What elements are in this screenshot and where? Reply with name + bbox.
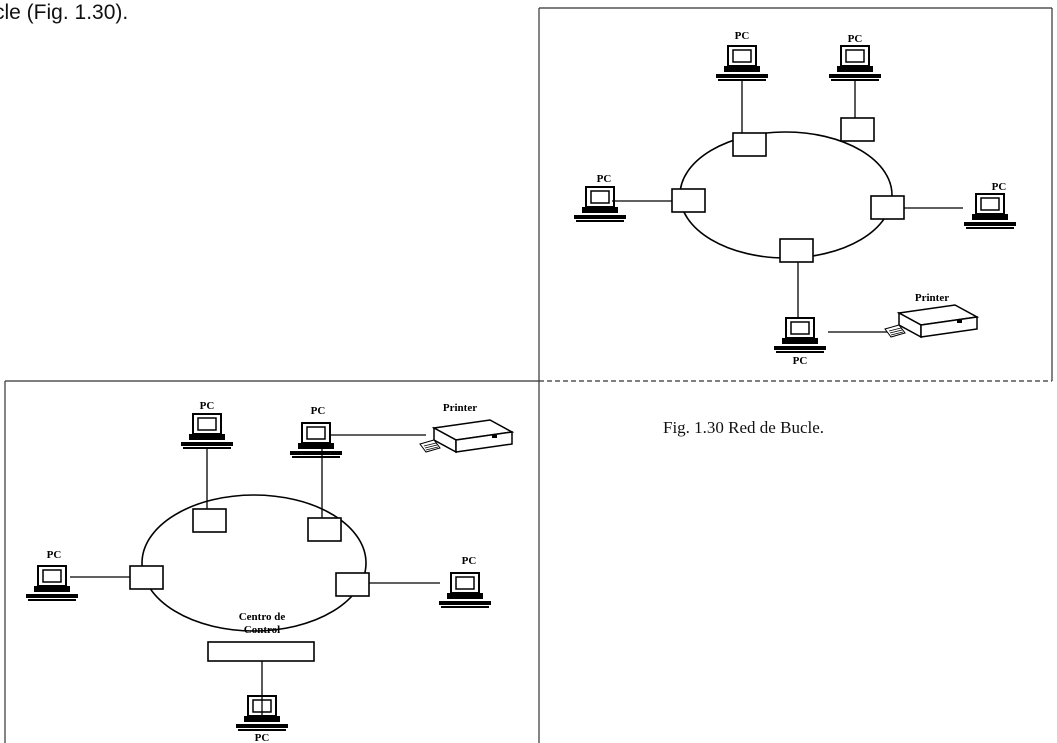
printer-icon xyxy=(419,419,513,453)
panel-top-right xyxy=(538,7,1053,743)
network-node xyxy=(779,238,814,263)
printer-label: Printer xyxy=(915,292,949,304)
pc-label: PC xyxy=(848,33,863,45)
pc-label: PC xyxy=(255,732,270,743)
control-center-box xyxy=(207,641,315,662)
control-center-loop-diagram: PC PC PC PC PC Printer Centro de Control xyxy=(25,400,513,743)
pc-label: PC xyxy=(47,549,62,561)
control-center-label-line1: Centro de xyxy=(239,611,286,623)
network-node xyxy=(732,132,767,157)
pc-label: PC xyxy=(992,181,1007,193)
figure-caption: Fig. 1.30 Red de Bucle. xyxy=(663,418,824,437)
computer-icon xyxy=(773,317,827,354)
pc-label: PC xyxy=(793,355,808,367)
computer-icon xyxy=(180,413,234,450)
loop-ring xyxy=(141,494,367,632)
loop-network-diagram: PC PC PC PC PC Printer xyxy=(573,30,1017,367)
page-heading-fragment: cle (Fig. 1.30). xyxy=(0,1,128,24)
network-node xyxy=(671,188,706,213)
computer-icon xyxy=(438,572,492,609)
printer-icon xyxy=(884,304,978,338)
network-node xyxy=(870,195,905,220)
network-node xyxy=(307,517,342,542)
pc-label: PC xyxy=(200,400,215,412)
pc-label: PC xyxy=(735,30,750,42)
network-node xyxy=(192,508,227,533)
pc-label: PC xyxy=(462,555,477,567)
computer-icon xyxy=(289,422,343,459)
control-center-label-line2: Control xyxy=(244,624,280,636)
network-node xyxy=(335,572,370,597)
computer-icon xyxy=(25,565,79,602)
computer-icon xyxy=(828,45,882,82)
computer-icon xyxy=(715,45,769,82)
pc-label: PC xyxy=(311,405,326,417)
computer-icon xyxy=(963,193,1017,230)
pc-label: PC xyxy=(597,173,612,185)
panel-bottom-left xyxy=(4,380,539,743)
network-node xyxy=(840,117,875,142)
computer-icon xyxy=(573,186,627,223)
printer-label: Printer xyxy=(443,402,477,414)
network-node xyxy=(129,565,164,590)
